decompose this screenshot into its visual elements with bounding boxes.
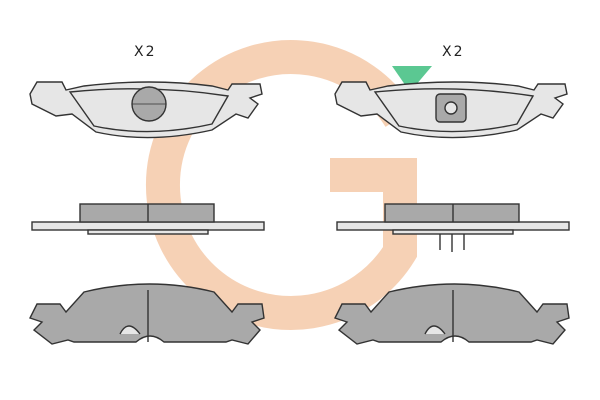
quantity-label-left: X2 [134,44,157,60]
pad-bottom-right-friction-view [334,283,570,345]
pad-top-right-front-view [334,81,568,139]
friction-outline [373,88,535,133]
pad-middle-right-side-view [336,203,570,252]
quantity-label-right: X2 [442,44,465,60]
pad-bottom-left-friction-view [29,283,265,345]
backing-plate-edge [336,221,570,231]
notch [424,325,446,335]
friction-material [384,203,520,223]
notch [119,325,141,335]
pad-middle-left-side-view [31,203,265,235]
watermark-ring [146,40,417,330]
friction-outline [68,88,230,133]
shim [87,229,209,235]
clip-hole [444,101,458,115]
friction-pad [334,283,570,345]
watermark-accent-icon [392,66,432,92]
shim [392,229,514,235]
friction-pad [29,283,265,345]
clip-prongs [439,234,465,252]
friction-material [79,203,215,223]
backing-plate-edge [31,221,265,231]
pad-top-left-front-view [29,81,263,139]
